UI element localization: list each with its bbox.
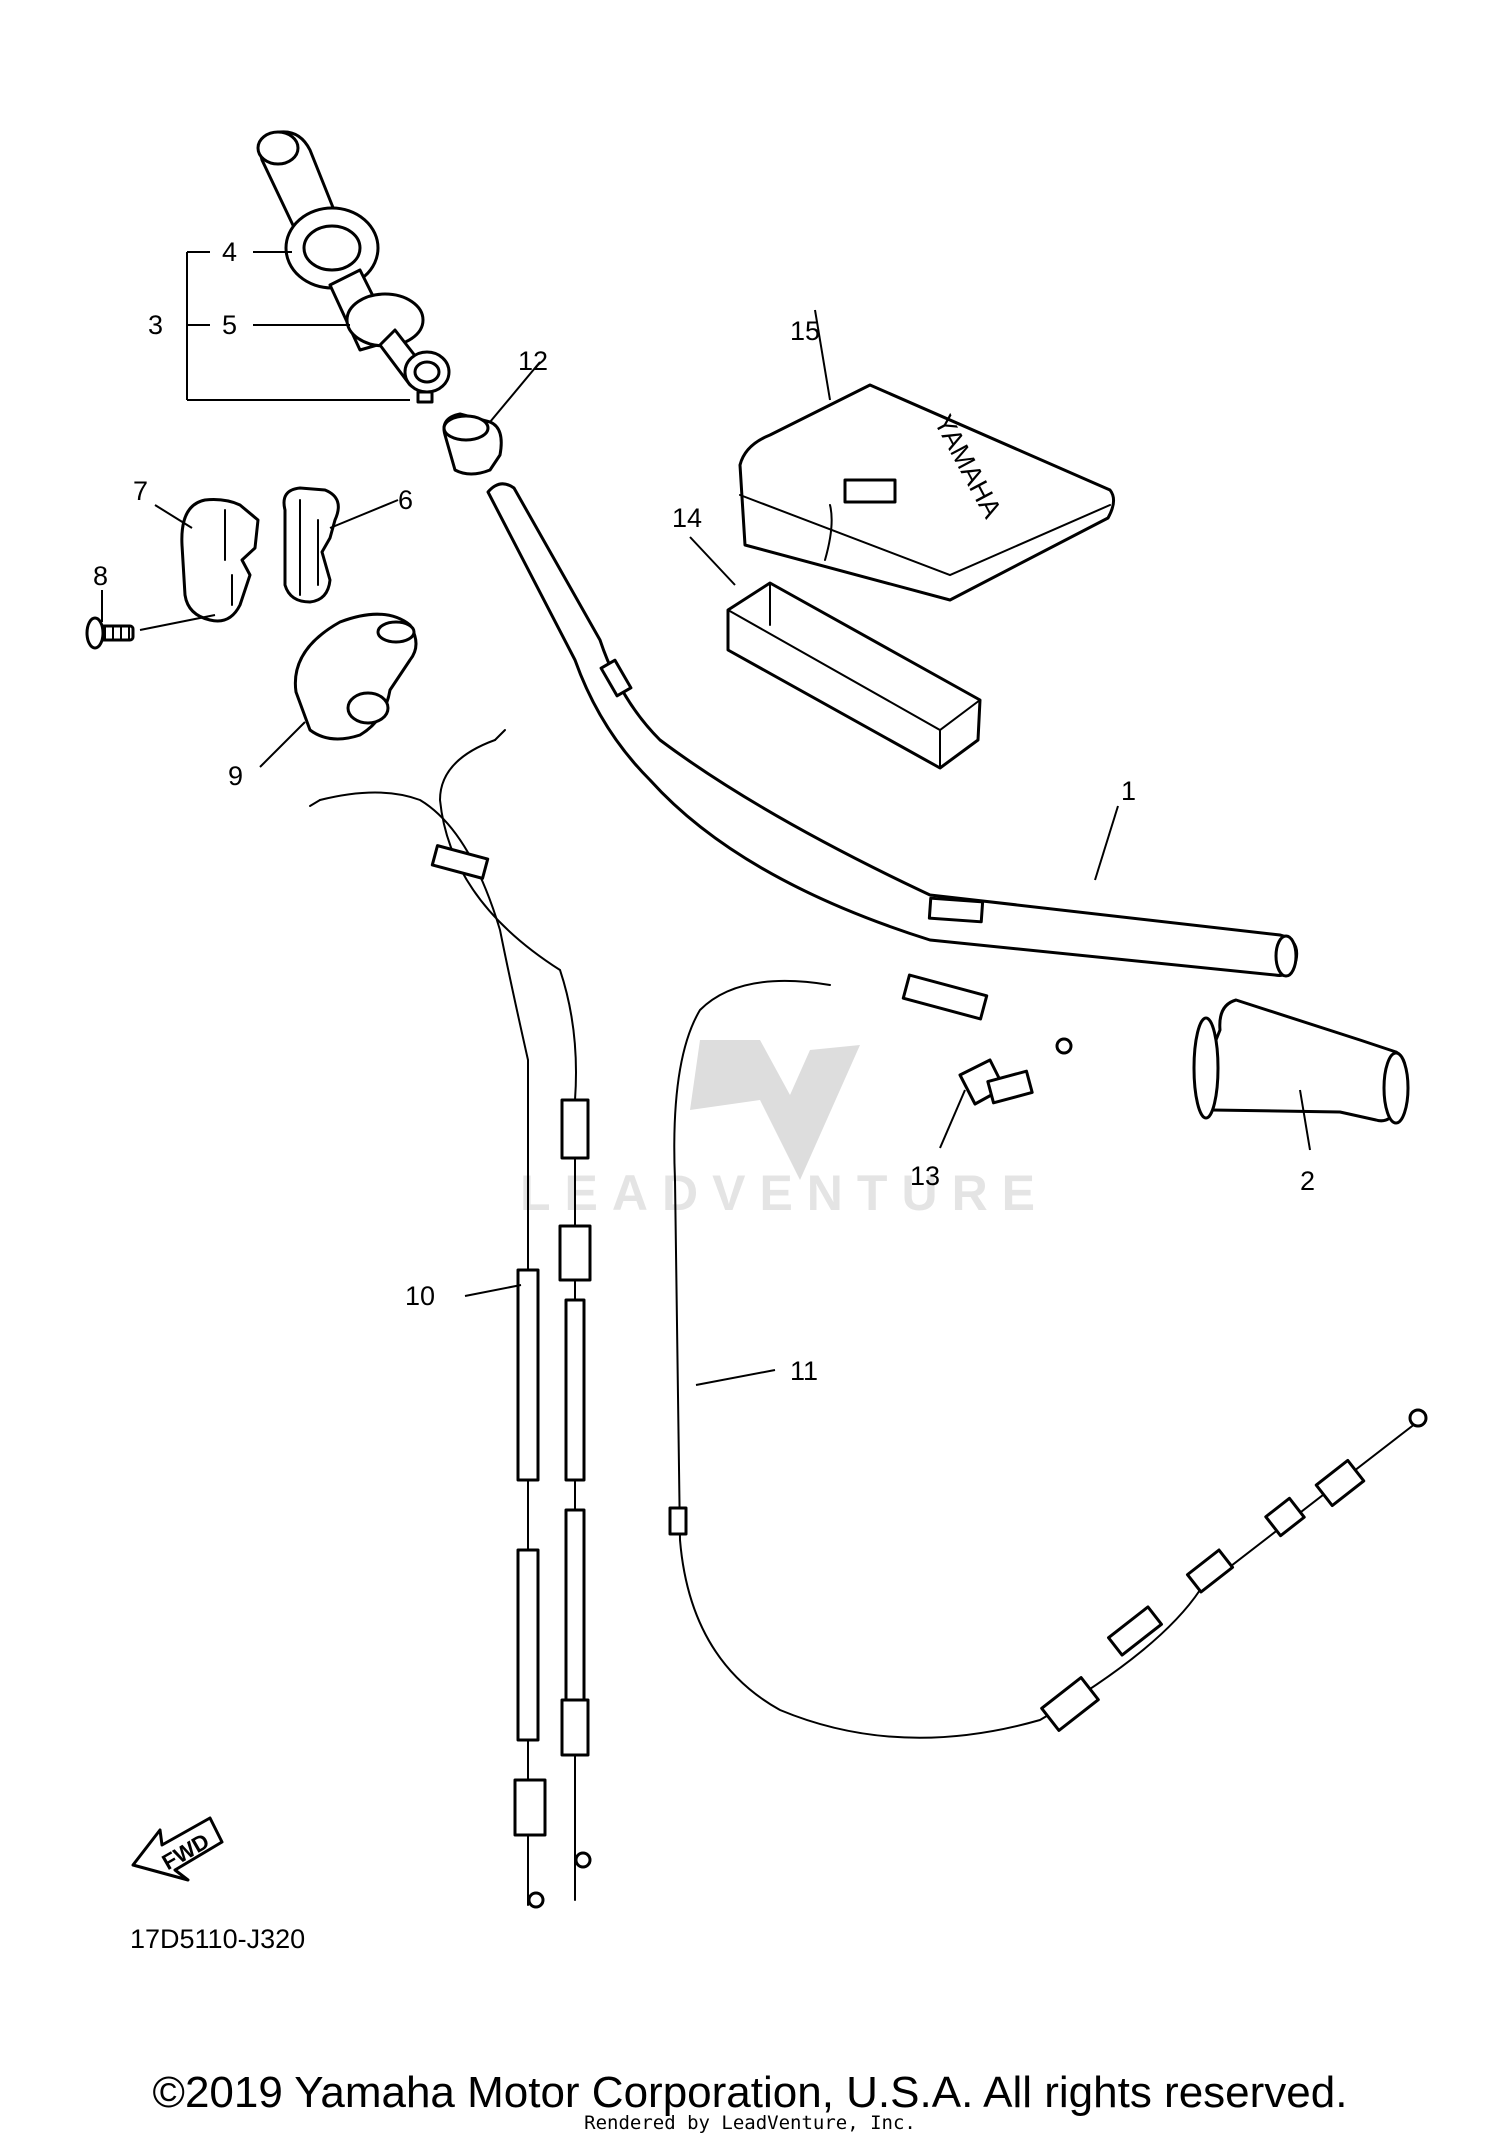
diagram-code: 17D5110-J320	[130, 1924, 305, 1954]
callout-8: 8	[93, 561, 108, 591]
callout-1: 1	[1121, 776, 1136, 806]
part-handlebar-pad[interactable]	[726, 581, 982, 770]
part-handlebar[interactable]	[486, 482, 1299, 978]
part-throttle-cables[interactable]	[309, 729, 592, 1909]
part-screw[interactable]	[85, 616, 135, 650]
fwd-arrow-icon: FWD	[131, 1816, 224, 1882]
callout-12: 12	[518, 346, 548, 376]
callout-2: 2	[1300, 1166, 1315, 1196]
callout-14: 14	[672, 503, 702, 533]
watermark-text: LEADVENTURE	[520, 1165, 1049, 1221]
copyright-notice: ©2019 Yamaha Motor Corporation, U.S.A. A…	[152, 2068, 1348, 2117]
callouts: 1 2 3 4 5 6 7 8 9 10 11 12 13 14 15	[93, 237, 1315, 1386]
grip-notch	[416, 390, 434, 404]
callout-4: 4	[222, 237, 237, 267]
part-cable-adjuster[interactable]	[958, 1058, 1034, 1106]
part-collar[interactable]	[442, 412, 503, 476]
part-right-grip[interactable]	[1192, 998, 1410, 1125]
leader-lines	[101, 251, 1311, 1386]
part-throttle-housing-a[interactable]	[180, 498, 260, 623]
part-throttle-cover[interactable]	[293, 612, 418, 741]
part-handlebar-pad-cover[interactable]: YAMAHA	[738, 383, 1115, 602]
callout-7: 7	[133, 476, 148, 506]
callout-13: 13	[910, 1161, 940, 1191]
leadventure-watermark: LEADVENTURE	[520, 1040, 1049, 1221]
part-left-grip-assembly[interactable]	[256, 130, 451, 404]
callout-15: 15	[790, 316, 820, 346]
callout-5: 5	[222, 310, 237, 340]
rendered-by: Rendered by LeadVenture, Inc.	[584, 2112, 916, 2134]
callout-3: 3	[148, 310, 163, 340]
callout-9: 9	[228, 761, 243, 791]
watermark-logo-icon	[690, 1040, 860, 1180]
callout-10: 10	[405, 1281, 435, 1311]
callout-11: 11	[790, 1356, 818, 1386]
part-throttle-housing-b[interactable]	[282, 486, 340, 604]
part-clutch-cable[interactable]	[668, 973, 1428, 1739]
callout-6: 6	[398, 485, 413, 515]
